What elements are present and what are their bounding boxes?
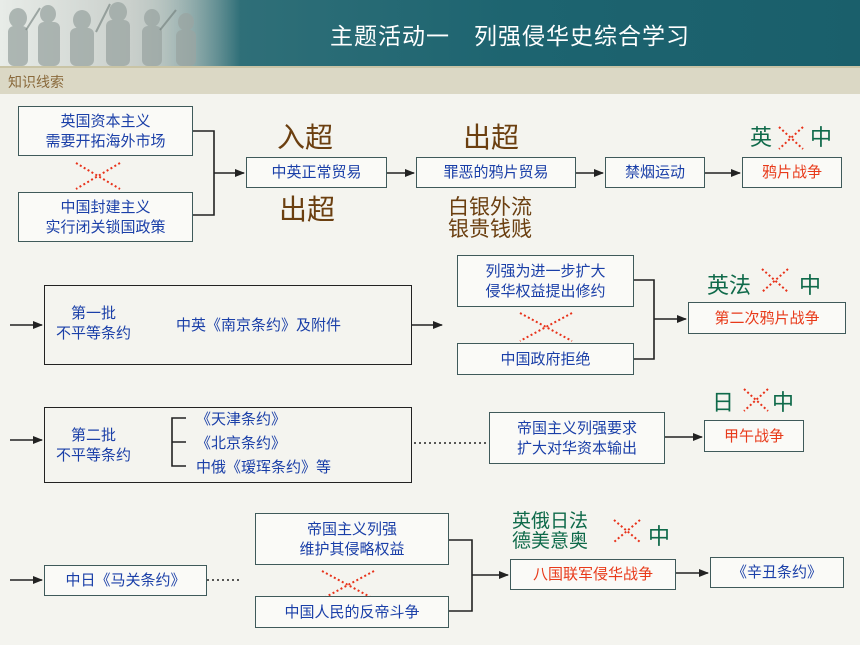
belligerent-britain: 英 [750,126,773,151]
cause-british-capitalism-box: 英国资本主义 需要开拓海外市场 [18,106,193,156]
shimonoseki-treaty-label: 中日《马关条约》 [65,571,186,590]
second-treaties-box [44,407,412,483]
silver-outflow-annotation: 白银外流 银贵钱贱 [448,195,532,242]
belligerent-china-4: 中 [648,525,671,550]
cause-chinese-feudalism-label: 中国封建主义 实行闭关锁国政策 [45,197,166,236]
opium-war-box: 鸦片战争 [742,157,842,188]
revision-demand-box: 列强为进一步扩大 侵华权益提出修约 [457,255,634,307]
sino-japanese-war-label: 甲午战争 [723,426,784,445]
government-refusal-label: 中国政府拒绝 [500,349,591,368]
second-opium-war-label: 第二次鸦片战争 [714,308,820,327]
cause-chinese-feudalism-box: 中国封建主义 实行闭关锁国政策 [18,192,193,242]
government-refusal-box: 中国政府拒绝 [457,343,634,375]
opium-trade-box: 罪恶的鸦片贸易 [416,157,576,188]
page-title: 主题活动一 列强侵华史综合学习 [330,24,690,50]
aigun-treaty-label: 中俄《瑷珲条约》等 [196,458,332,476]
first-batch-label: 第一批 不平等条约 [56,304,132,343]
revision-demand-label: 列强为进一步扩大 侵华权益提出修约 [485,261,606,300]
maintain-interests-box: 帝国主义列强 维护其侵略权益 [255,513,449,565]
opium-war-label: 鸦片战争 [761,163,822,182]
section-label: 知识线索 [8,75,64,91]
section-bar: 知识线索 [0,66,860,94]
belligerent-japan: 日 [712,391,735,416]
capital-export-box: 帝国主义列强要求 扩大对华资本输出 [489,412,665,464]
belligerent-china: 中 [810,126,833,151]
opium-ban-box: 禁烟运动 [605,157,705,188]
belligerent-china-3: 中 [772,391,795,416]
maintain-interests-label: 帝国主义列强 维护其侵略权益 [299,519,405,558]
first-treaties-box [44,285,412,365]
tianjin-treaty-label: 《天津条约》 [196,410,287,428]
cause-british-capitalism-label: 英国资本主义 需要开拓海外市场 [45,111,166,150]
second-opium-war-box: 第二次鸦片战争 [688,302,846,334]
trade-surplus-annotation: 出超 [279,193,336,226]
normal-trade-box: 中英正常贸易 [246,157,387,188]
shimonoseki-treaty-box: 中日《马关条约》 [44,565,207,596]
anti-imperialist-struggle-label: 中国人民的反帝斗争 [284,602,420,621]
relief-sculpture-image [0,0,240,66]
belligerent-eight-nations: 英俄日法 德美意奥 [512,510,589,552]
normal-trade-label: 中英正常贸易 [271,163,362,182]
beijing-treaty-label: 《北京条约》 [196,434,287,452]
nanjing-treaty-label: 中英《南京条约》及附件 [176,316,342,334]
belligerent-britain-france: 英法 [707,274,752,299]
belligerent-china-2: 中 [799,274,822,299]
eight-nation-war-label: 八国联军侵华战争 [532,565,653,584]
anti-imperialist-struggle-box: 中国人民的反帝斗争 [255,596,449,628]
opium-trade-label: 罪恶的鸦片贸易 [443,163,549,182]
sino-japanese-war-box: 甲午战争 [704,420,804,452]
second-batch-label: 第二批 不平等条约 [56,426,132,465]
opium-surplus-annotation: 出超 [463,121,520,154]
eight-nation-war-box: 八国联军侵华战争 [510,559,676,590]
boxer-protocol-box: 《辛丑条约》 [710,557,844,588]
capital-export-label: 帝国主义列强要求 扩大对华资本输出 [516,418,637,457]
opium-ban-label: 禁烟运动 [624,163,685,182]
title-banner: 主题活动一 列强侵华史综合学习 [0,0,860,66]
trade-deficit-annotation: 入超 [277,121,334,154]
boxer-protocol-label: 《辛丑条约》 [731,563,822,582]
